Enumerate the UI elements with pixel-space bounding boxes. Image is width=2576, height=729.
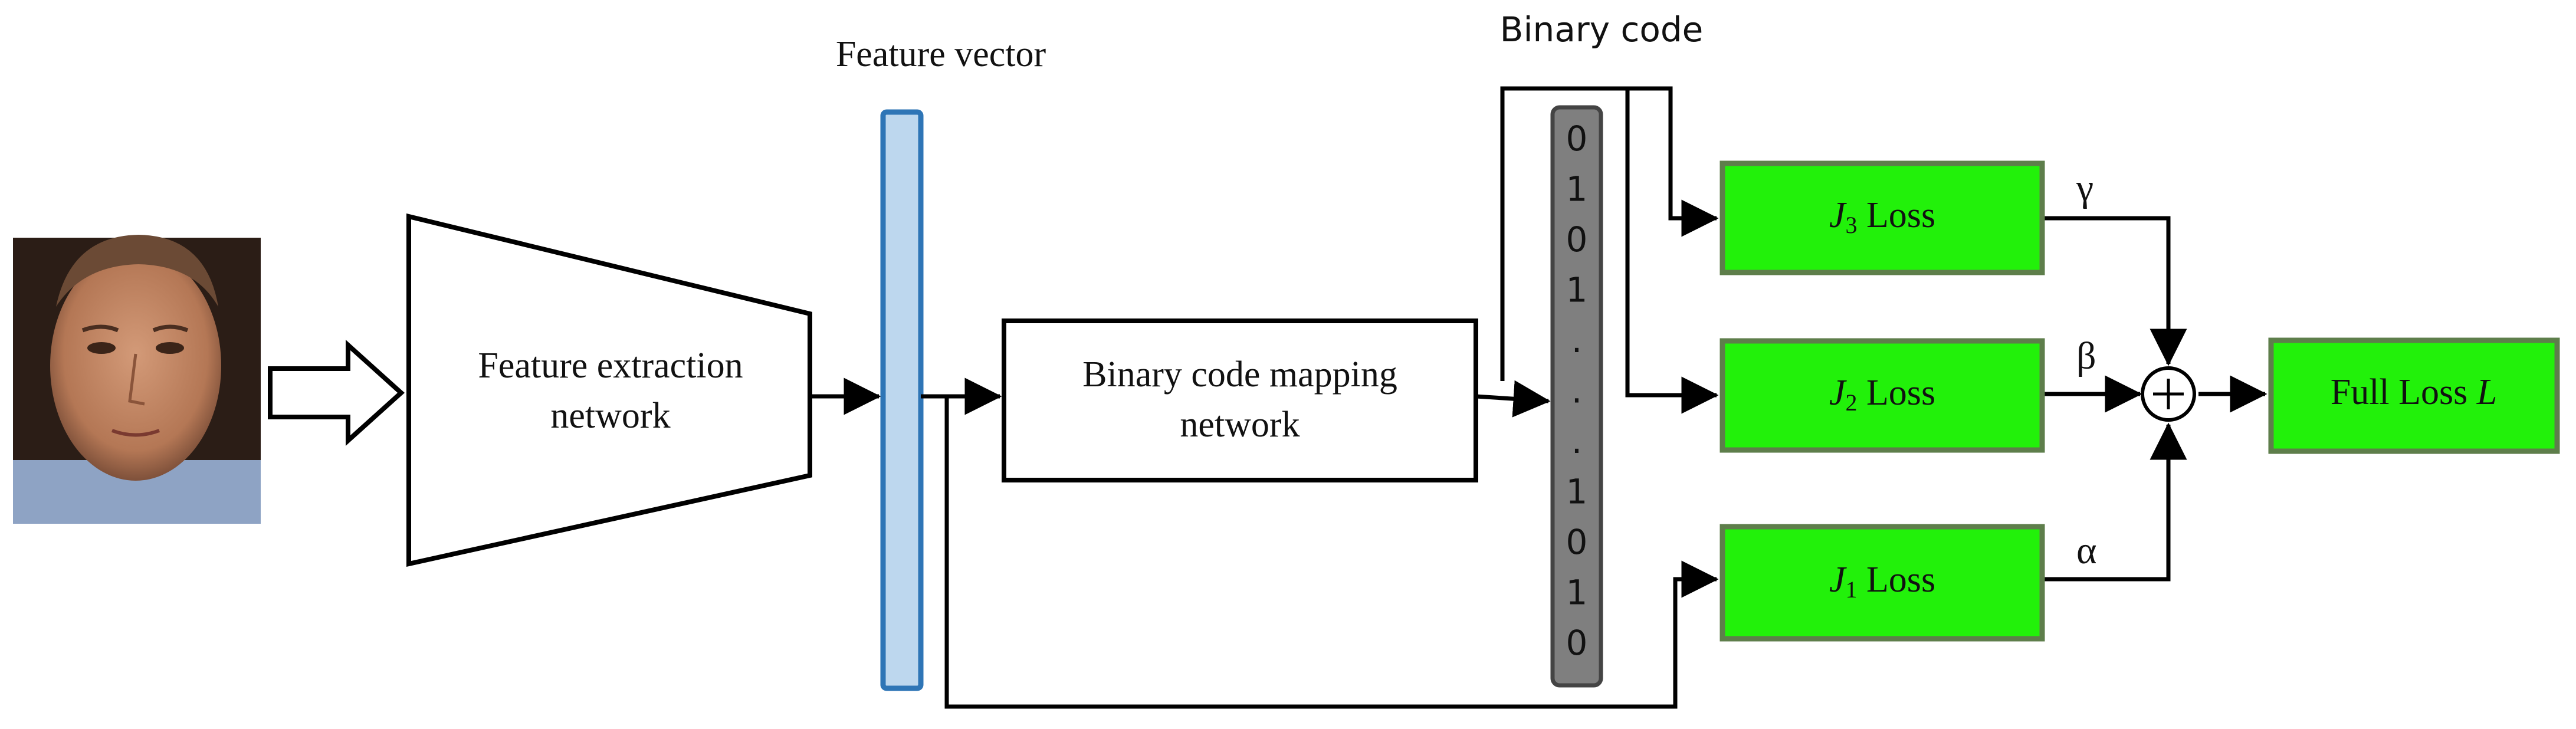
j1-loss-label: J1 Loss	[1829, 560, 1935, 603]
arrow-j1-to-sum	[2042, 422, 2187, 582]
mapping-label-2: network	[1180, 405, 1300, 445]
binary-digit: 0	[1566, 522, 1588, 562]
mapping-label-1: Binary code mapping	[1082, 354, 1397, 395]
beta-label: β	[2076, 334, 2096, 377]
alpha-label: α	[2076, 529, 2097, 572]
binary-digit: 1	[1566, 573, 1588, 613]
feature-extraction-label-1: Feature extraction	[478, 346, 743, 386]
binary-digit: 1	[1566, 169, 1588, 209]
binary-digit: 1	[1566, 472, 1588, 512]
binary-digit: .	[1571, 421, 1582, 461]
circle-plus-icon	[2141, 366, 2196, 422]
arrow-feature-to-j1	[944, 396, 1719, 709]
binary-digit: 0	[1566, 219, 1588, 260]
j2-loss-label: J2 Loss	[1829, 373, 1935, 416]
j1-loss-box	[1719, 524, 2045, 642]
binary-code-label: Binary code	[1500, 9, 1704, 50]
arrow-j3-to-sum	[2042, 216, 2187, 366]
full-loss-box	[2268, 337, 2560, 454]
gamma-label: γ	[2076, 166, 2093, 209]
binary-digit: 1	[1566, 270, 1588, 310]
feature-vector-bar	[880, 109, 924, 691]
full-loss-label: Full Loss L	[2331, 372, 2498, 412]
binary-code-column	[1550, 105, 1603, 688]
connectors	[810, 86, 2267, 709]
hollow-right-arrow-icon	[268, 340, 405, 446]
feature-extraction-label-2: network	[550, 396, 670, 436]
j3-loss-box	[1719, 160, 2045, 275]
j3-loss-label: J3 Loss	[1829, 195, 1935, 238]
binary-code-mapping-network	[1002, 318, 1478, 482]
binary-code-digits: 0 1 0 1... 1 0 1 0	[1566, 119, 1588, 663]
binary-digit: 0	[1566, 623, 1588, 663]
binary-digit: .	[1571, 371, 1582, 411]
feature-vector-label: Feature vector	[836, 34, 1046, 74]
binary-digit: 0	[1566, 119, 1588, 159]
arrow-mapping-to-code	[1475, 380, 1551, 418]
binary-digit: .	[1571, 320, 1582, 360]
arrow-code-to-j3	[1500, 86, 1719, 381]
feature-extraction-network	[406, 213, 812, 567]
j2-loss-box	[1719, 338, 2045, 453]
face-photo-icon	[13, 235, 261, 524]
arrow-code-to-j2	[1625, 88, 1719, 414]
